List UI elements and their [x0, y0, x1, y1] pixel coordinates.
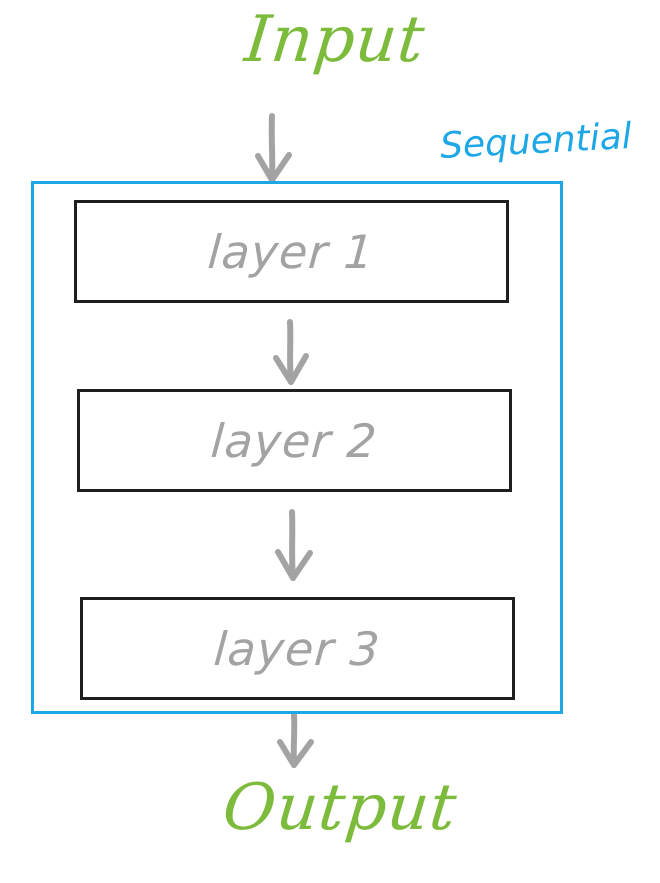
layer-label: layer 2 — [209, 413, 380, 468]
arrow-down-icon — [277, 712, 314, 768]
input-label: Input — [241, 3, 429, 77]
sequential-label: Sequential — [439, 116, 633, 167]
layer-box: layer 1 — [74, 200, 509, 303]
layer-box: layer 3 — [80, 597, 515, 700]
layer-label: layer 1 — [206, 224, 377, 279]
layer-label: layer 3 — [212, 621, 383, 676]
sequential-container — [31, 181, 563, 714]
arrow-down-icon — [255, 113, 292, 183]
arrow-down-icon — [275, 509, 313, 581]
arrow-down-icon — [273, 319, 309, 385]
layer-box: layer 2 — [77, 389, 512, 492]
output-label: Output — [219, 771, 461, 845]
